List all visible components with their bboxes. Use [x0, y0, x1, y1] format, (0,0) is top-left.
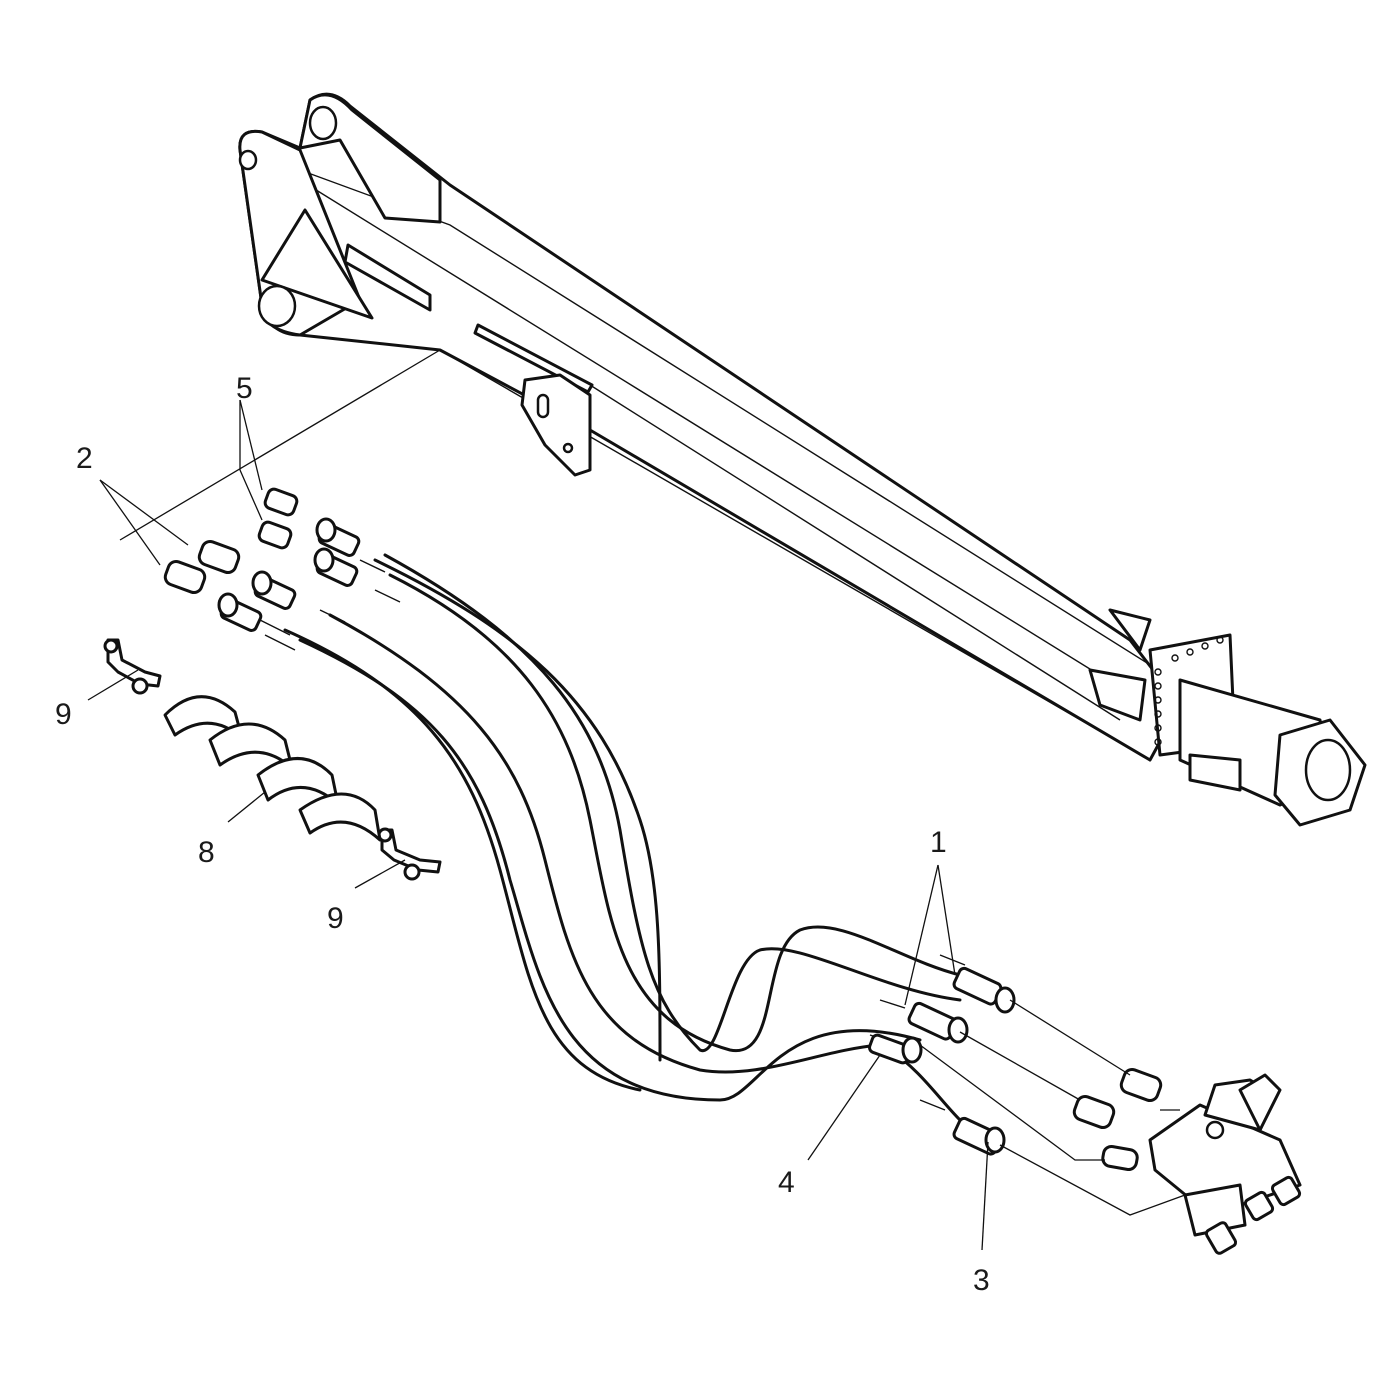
hose-sleeves	[163, 695, 382, 842]
valve-block	[1148, 1073, 1302, 1255]
callout-4: 4	[778, 1166, 795, 1199]
callout-3: 3	[973, 1264, 990, 1297]
clamp-lower	[377, 827, 442, 881]
callout-1: 1	[930, 826, 947, 859]
adaptor-nipples	[257, 487, 299, 550]
adaptors	[163, 539, 241, 595]
hydraulic-hoses	[259, 553, 966, 1122]
callout-5: 5	[236, 372, 253, 405]
callout-2: 2	[76, 442, 93, 475]
callout-9-lower: 9	[327, 902, 344, 935]
callout-8: 8	[198, 836, 215, 869]
callout-labels: 1 2 3 4 5 8 9 9	[55, 372, 990, 1297]
hose-fittings-right	[868, 966, 1163, 1172]
hose-fittings-left	[217, 517, 361, 632]
boom-arm	[238, 92, 1367, 827]
clamp-upper	[103, 638, 162, 695]
callout-9-upper: 9	[55, 698, 72, 731]
leader-lines	[87, 349, 1186, 1251]
